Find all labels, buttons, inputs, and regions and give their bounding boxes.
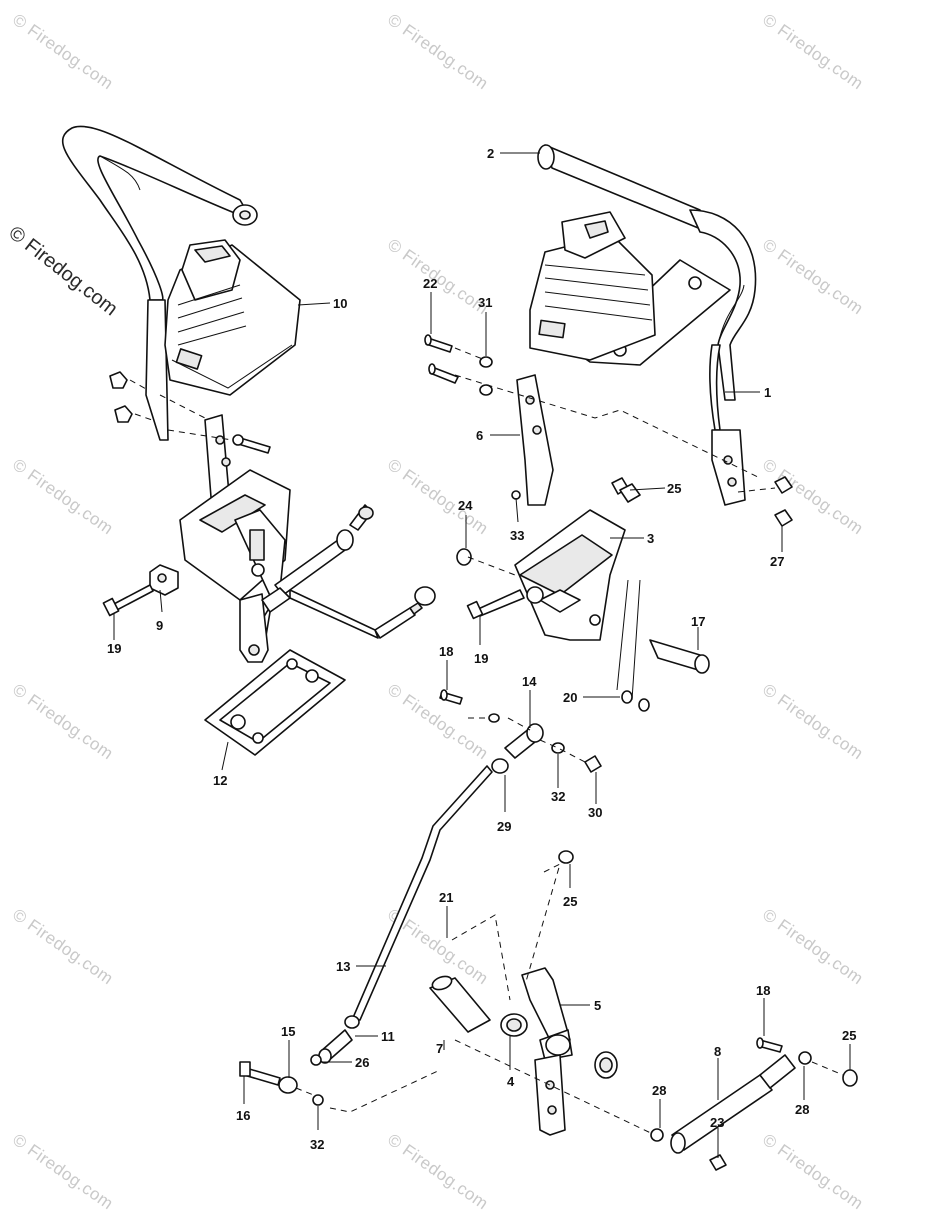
callout-33: 33 (510, 528, 524, 543)
lower-pivot-assembly (429, 850, 656, 1136)
left-lever-bracket (179, 414, 291, 661)
callout-6: 6 (476, 428, 483, 443)
left-control-boot (164, 239, 301, 396)
callout-17: 17 (691, 614, 705, 629)
left-handle (61, 125, 258, 441)
callout-20: 20 (563, 690, 577, 705)
callout-11: 11 (381, 1029, 395, 1044)
left-bolt-19 (102, 584, 154, 617)
callout-18: 18 (439, 644, 453, 659)
right-fasteners (424, 334, 793, 712)
right-upper-link (516, 374, 554, 506)
right-handle (689, 209, 757, 506)
callout-9: 9 (156, 618, 163, 633)
callout-10: 10 (333, 296, 347, 311)
left-lower-arm (239, 593, 269, 663)
callout-28: 28 (652, 1083, 666, 1098)
callout-21: 21 (439, 890, 453, 905)
callout-13: 13 (336, 959, 350, 974)
callout-16: 16 (236, 1108, 250, 1123)
callout-14: 14 (522, 674, 537, 689)
right-control-boot (529, 211, 731, 366)
callout-12: 12 (213, 773, 227, 788)
callout-4: 4 (507, 1074, 515, 1089)
callout-28: 28 (795, 1102, 809, 1117)
callout-18: 18 (756, 983, 770, 998)
callout-19: 19 (107, 641, 121, 656)
callout-32: 32 (551, 789, 565, 804)
callout-26: 26 (355, 1055, 369, 1070)
left-gasket (204, 649, 346, 756)
callout-8: 8 (714, 1044, 721, 1059)
lower-right-rod (650, 1037, 858, 1171)
callout-3: 3 (647, 531, 654, 546)
callout-25: 25 (563, 894, 577, 909)
control-rod-13 (351, 765, 493, 1021)
callout-22: 22 (423, 276, 437, 291)
ball-joint-parts (239, 1015, 441, 1113)
right-lower-link-parts (439, 689, 602, 774)
callout-32: 32 (310, 1137, 324, 1152)
callout-27: 27 (770, 554, 784, 569)
callout-5: 5 (594, 998, 601, 1013)
callout-23: 23 (710, 1115, 724, 1130)
callout-15: 15 (281, 1024, 295, 1039)
left-rod-assembly (261, 504, 436, 639)
right-handle-grip (537, 144, 709, 233)
callout-2: 2 (487, 146, 494, 161)
callout-25: 25 (842, 1028, 856, 1043)
callout-7: 7 (436, 1041, 443, 1056)
callout-1: 1 (764, 385, 771, 400)
left-clamp (149, 564, 179, 596)
callout-29: 29 (497, 819, 511, 834)
callout-24: 24 (458, 498, 473, 513)
left-nuts (109, 371, 271, 454)
callout-30: 30 (588, 805, 602, 820)
right-bracket (514, 509, 626, 641)
callout-31: 31 (478, 295, 492, 310)
callout-25: 25 (667, 481, 681, 496)
callout-19: 19 (474, 651, 488, 666)
